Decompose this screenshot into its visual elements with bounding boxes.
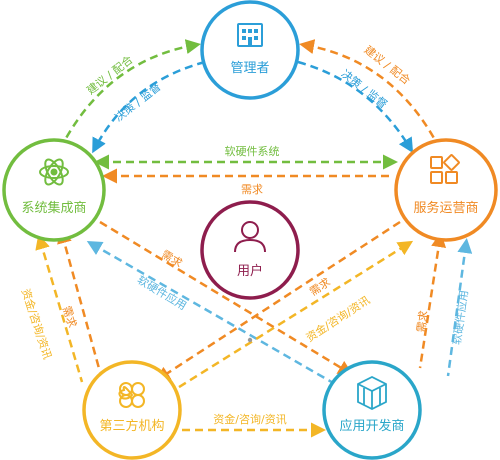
label-mgmt-operator-decide: 决策 / 监督 xyxy=(339,66,391,111)
label-integrator-operator-hw: 软硬件系统 xyxy=(225,144,280,158)
label-integrator-developer-hw: 软硬件应用 xyxy=(135,272,189,312)
building-icon xyxy=(237,23,263,47)
node-third-party-label: 第三方机构 xyxy=(99,418,164,434)
node-developer[interactable]: 应用开发商 xyxy=(322,360,422,460)
edge-mgmt-operator-outer xyxy=(299,39,437,141)
label-integrator-operator-demand: 需求 xyxy=(241,183,263,196)
edge-integrator-developer-hw xyxy=(86,241,343,390)
label-integrator-third-funds: 资金/咨询/资讯 xyxy=(19,287,55,361)
node-developer-label: 应用开发商 xyxy=(339,418,404,434)
node-user-label: 用户 xyxy=(237,263,263,279)
label-integrator-third-demand: 需求 xyxy=(60,304,79,329)
label-mgmt-integrator-decide: 决策 / 监督 xyxy=(112,79,164,124)
node-management-label: 管理者 xyxy=(230,61,269,76)
clover-icon xyxy=(118,382,145,408)
edge-operator-developer-demand xyxy=(418,232,447,369)
atom-icon xyxy=(39,158,69,186)
edge-integrator-third-demand xyxy=(57,228,102,373)
node-third-party[interactable]: 第三方机构 xyxy=(82,360,182,460)
label-mgmt-integrator-suggest: 建议 / 配合 xyxy=(84,52,136,97)
edge-mgmt-integrator-outer xyxy=(63,39,201,141)
label-operator-third-funds: 资金/咨询/资讯 xyxy=(303,293,372,345)
label-third-developer-funds: 资金/咨询/资讯 xyxy=(213,412,286,426)
center-dot xyxy=(247,337,253,343)
cube-cluster-icon xyxy=(357,375,387,411)
node-operator[interactable]: 服务运营商 xyxy=(394,138,498,242)
edge-operator-third-demand xyxy=(154,220,401,382)
label-operator-developer-demand: 需求 xyxy=(415,310,431,334)
node-integrator[interactable]: 系统集成商 xyxy=(2,138,106,242)
label-mgmt-operator-suggest: 建议 / 配合 xyxy=(362,42,414,87)
node-integrator-label: 系统集成商 xyxy=(21,200,86,216)
edge-integrator-developer-demand xyxy=(99,220,354,376)
node-management[interactable]: 管理者 xyxy=(200,0,300,100)
label-operator-developer-hw: 软硬件应用 xyxy=(449,289,471,345)
edge-integrator-third-funds xyxy=(35,234,84,383)
edge-operator-third-funds xyxy=(167,240,414,396)
edge-mgmt-operator-inner xyxy=(297,60,414,154)
node-operator-label: 服务运营商 xyxy=(413,200,478,216)
user-icon xyxy=(234,221,266,253)
edge-operator-developer-hw xyxy=(446,238,473,377)
node-user[interactable]: 用户 xyxy=(200,200,300,300)
edge-mgmt-integrator-inner xyxy=(92,60,206,154)
grid-shapes-icon xyxy=(430,154,460,184)
